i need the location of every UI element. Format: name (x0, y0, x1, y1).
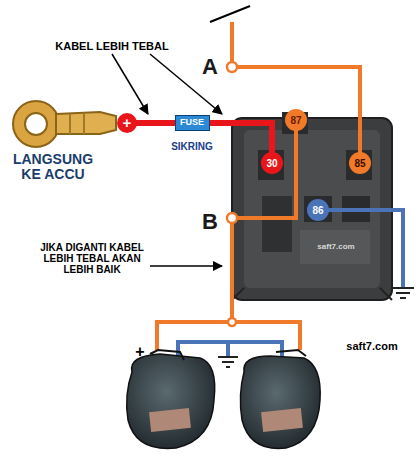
horn (127, 350, 215, 448)
pin-number: 30 (266, 158, 277, 169)
junction-a (227, 62, 237, 72)
ground-symbol (218, 357, 238, 367)
relay-socket (232, 112, 392, 300)
junction-letter: B (202, 210, 218, 234)
cable-note: KABEL LEBIH TEBAL (55, 40, 168, 52)
pin-number: 87 (290, 115, 301, 126)
leader-arrow (150, 265, 222, 267)
junction-letter: A (202, 55, 218, 79)
switch-line (210, 6, 250, 22)
positive-dot (117, 113, 137, 133)
fuse-box: FUSE (175, 115, 210, 131)
junction-b (227, 213, 237, 223)
polarity-sign: + (135, 343, 144, 361)
junction (228, 318, 236, 326)
pin-dot (261, 152, 283, 174)
cable-advice: JIKA DIGANTI KABEL LEBIH TEBAL AKAN LEBI… (40, 242, 144, 275)
pin-dot (349, 152, 371, 174)
leader-arrow (112, 54, 148, 114)
watermark: saft7.com (346, 340, 397, 352)
horn (240, 350, 320, 448)
battery-note: LANGSUNG KE ACCU (3, 152, 103, 183)
pin-dot (307, 199, 329, 221)
horn-feed-wire (232, 120, 296, 218)
ring-terminal (13, 101, 116, 147)
fuse-text: FUSE (180, 118, 204, 128)
watermark: saft7.com (317, 243, 354, 252)
ground-symbol (392, 288, 414, 298)
pin-number: 85 (354, 158, 365, 169)
relay-ground-wire (318, 210, 403, 288)
horn-wire (157, 218, 300, 350)
fuse-caption: SIKRING (171, 141, 213, 152)
polarity-sign: + (123, 115, 132, 132)
leader-arrow (150, 54, 222, 114)
pin-dot (285, 109, 307, 131)
pin-number: 86 (312, 205, 323, 216)
